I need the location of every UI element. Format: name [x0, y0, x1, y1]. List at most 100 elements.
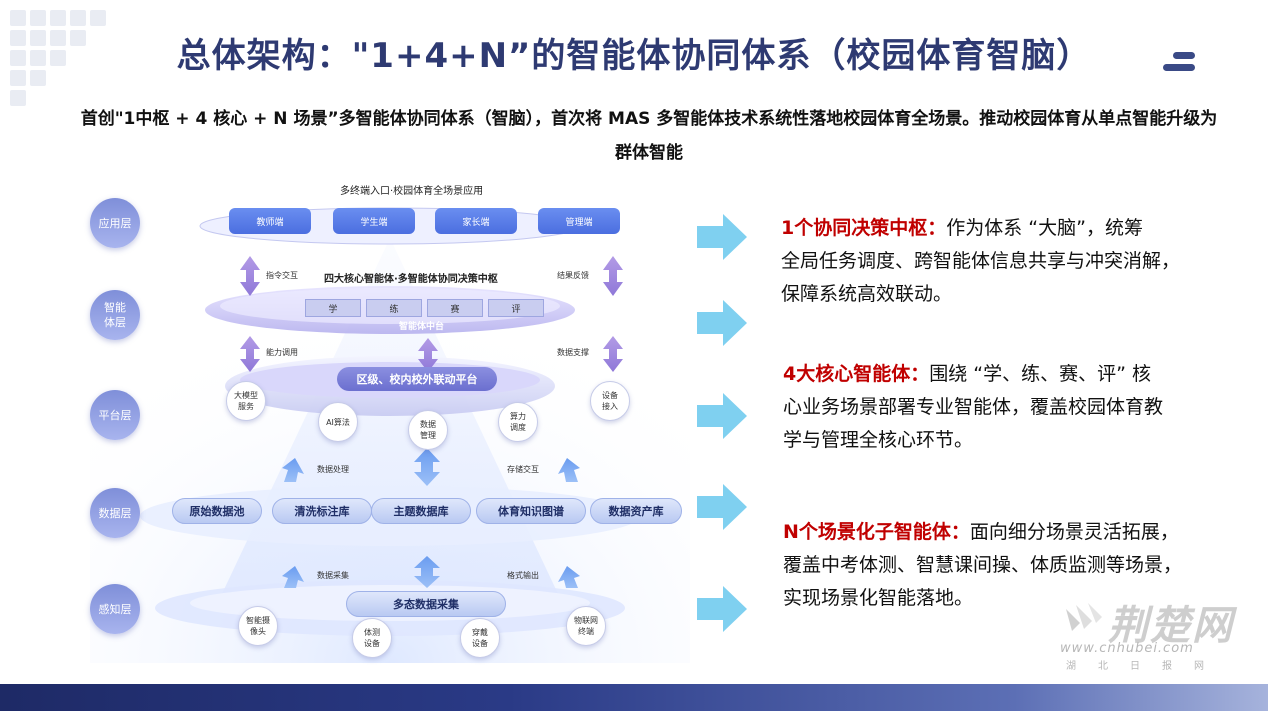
- app-admin: 管理端: [538, 208, 620, 234]
- sense-pill: 多态数据采集: [346, 591, 506, 617]
- arrow-right-icon: [697, 586, 747, 632]
- watermark: 荆楚网 www.cnhubei.com 湖北日报网: [1060, 593, 1250, 673]
- node-label-line2: 终端: [578, 627, 594, 636]
- node-label-line1: 设备: [602, 391, 618, 400]
- arrow-right-icon: [697, 214, 747, 260]
- node-compute-scheduling: 算力调度: [498, 402, 538, 442]
- data-knowledge-graph: 体育知识图谱: [476, 498, 586, 524]
- node-label-line1: 物联网: [574, 616, 598, 625]
- node-label-line2: 调度: [510, 423, 526, 432]
- data-labeled-db: 清洗标注库: [272, 498, 372, 524]
- layer-label: 智能体层: [104, 300, 126, 330]
- node-ai-algorithm: AI算法: [318, 402, 358, 442]
- core-title: 四大核心智能体·多智能体协同决策中枢: [324, 274, 498, 285]
- block-line: 面向细分场景灵活拓展，: [969, 521, 1179, 543]
- node-iot-terminal: 物联网终端: [566, 606, 606, 646]
- node-label-line2: 管理: [420, 431, 436, 440]
- node-label-line2: 接入: [602, 402, 618, 411]
- block-line: 围绕 “学、练、赛、评” 核: [929, 363, 1152, 385]
- node-label-line2: 设备: [364, 639, 380, 648]
- node-llm-service: 大模型服务: [226, 381, 266, 421]
- node-smart-camera: 智能摄像头: [238, 606, 278, 646]
- block-coordination-hub: 1个协同决策中枢：作为体系 “大脑”，统筹 全局任务调度、跨智能体信息共享与冲突…: [781, 212, 1221, 311]
- watermark-sub: 湖北日报网: [1066, 661, 1226, 672]
- node-label-line1: 数据: [420, 420, 436, 429]
- layer-label: 平台层: [98, 408, 132, 422]
- diagram-top-caption: 多终端入口·校园体育全场景应用: [340, 186, 484, 197]
- node-label-line2: 服务: [238, 402, 254, 411]
- label-format-output: 格式输出: [507, 571, 539, 580]
- bottom-bar: [0, 684, 1268, 711]
- node-label: 大模型服务: [234, 390, 258, 412]
- label-data-collect: 数据采集: [317, 571, 349, 580]
- node-label-line2: 像头: [250, 627, 266, 636]
- block-line: 覆盖中考体测、智慧课间操、体质监测等场景，: [783, 554, 1183, 576]
- node-label: 体测设备: [364, 627, 380, 649]
- watermark-title: 荆楚网: [1108, 602, 1234, 649]
- page-subtitle: 首创"1中枢 + 4 核心 + N 场景”多智能体协同体系（智脑），首次将 MA…: [80, 109, 1218, 163]
- layer-badge-agent: 智能体层: [90, 290, 140, 340]
- menu-icon[interactable]: [1163, 52, 1195, 78]
- block-line: 学与管理全核心环节。: [783, 429, 974, 451]
- node-label: 数据管理: [420, 419, 436, 441]
- block-lead: N个场景化子智能体：: [783, 521, 970, 543]
- block-lead: 1个协同决策中枢：: [781, 217, 947, 239]
- label-data-process: 数据处理: [317, 465, 349, 474]
- layer-badge-data: 数据层: [90, 488, 140, 538]
- block-scene-agents: N个场景化子智能体：面向细分场景灵活拓展， 覆盖中考体测、智慧课间操、体质监测等…: [783, 516, 1223, 615]
- node-test-device: 体测设备: [352, 618, 392, 658]
- layer-label-line2: 体层: [104, 316, 126, 329]
- layer-label: 感知层: [98, 602, 132, 616]
- label-data-support: 数据支撑: [557, 348, 589, 357]
- node-label-line1: 算力: [510, 412, 526, 421]
- watermark-url: www.cnhubei.com: [1060, 641, 1194, 656]
- page-title: 总体架构："1+4+N”的智能体协同体系（校园体育智脑）: [176, 36, 1092, 76]
- node-data-management: 数据管理: [408, 410, 448, 450]
- architecture-diagram: 多终端入口·校园体育全场景应用 应用层 智能体层 平台层 数据层 感知层 教师端…: [90, 178, 690, 663]
- block-line: 作为体系 “大脑”，统筹: [946, 217, 1143, 239]
- node-label: 算力调度: [510, 411, 526, 433]
- node-label: AI算法: [326, 417, 350, 427]
- data-asset-db: 数据资产库: [590, 498, 682, 524]
- core-item-learn: 学: [305, 299, 361, 317]
- node-wearable-device: 穿戴设备: [460, 618, 500, 658]
- node-label-line2: 设备: [472, 639, 488, 648]
- arrow-right-icon: [697, 300, 747, 346]
- app-student: 学生端: [333, 208, 415, 234]
- node-label: 设备接入: [602, 390, 618, 412]
- data-raw-pool: 原始数据池: [172, 498, 262, 524]
- node-label-line1: 穿戴: [472, 628, 488, 637]
- core-item-practice: 练: [366, 299, 422, 317]
- core-item-evaluate: 评: [488, 299, 544, 317]
- label-feedback: 结果反馈: [557, 271, 589, 280]
- block-lead: 4大核心智能体：: [783, 363, 930, 385]
- data-topic-db: 主题数据库: [371, 498, 471, 524]
- block-line: 心业务场景部署专业智能体，覆盖校园体育教: [783, 396, 1164, 418]
- watermark-logo-icon: [1066, 603, 1102, 631]
- layer-badge-app: 应用层: [90, 198, 140, 248]
- layer-badge-platform: 平台层: [90, 390, 140, 440]
- node-label-line1: 大模型: [234, 391, 258, 400]
- core-item-compete: 赛: [427, 299, 483, 317]
- node-label: 智能摄像头: [246, 615, 270, 637]
- block-core-agents: 4大核心智能体：围绕 “学、练、赛、评” 核 心业务场景部署专业智能体，覆盖校园…: [783, 358, 1223, 457]
- node-label: 物联网终端: [574, 615, 598, 637]
- layer-label: 应用层: [98, 216, 132, 230]
- app-teacher: 教师端: [229, 208, 311, 234]
- node-label-line1: 智能摄: [246, 616, 270, 625]
- node-label-line1: 体测: [364, 628, 380, 637]
- arrow-right-icon: [697, 393, 747, 439]
- label-capability: 能力调用: [266, 348, 298, 357]
- agent-platform-label: 智能体中台: [399, 322, 445, 332]
- platform-pill: 区级、校内校外联动平台: [337, 367, 497, 391]
- layer-badge-sense: 感知层: [90, 584, 140, 634]
- node-device-access: 设备接入: [590, 381, 630, 421]
- app-parent: 家长端: [435, 208, 517, 234]
- node-label: 穿戴设备: [472, 627, 488, 649]
- layer-label-line1: 智能: [104, 301, 126, 314]
- arrow-right-icon: [697, 484, 747, 530]
- label-storage: 存储交互: [507, 465, 539, 474]
- layer-label: 数据层: [98, 506, 132, 520]
- label-cmd: 指令交互: [266, 271, 298, 280]
- block-line: 全局任务调度、跨智能体信息共享与冲突消解，: [781, 250, 1181, 272]
